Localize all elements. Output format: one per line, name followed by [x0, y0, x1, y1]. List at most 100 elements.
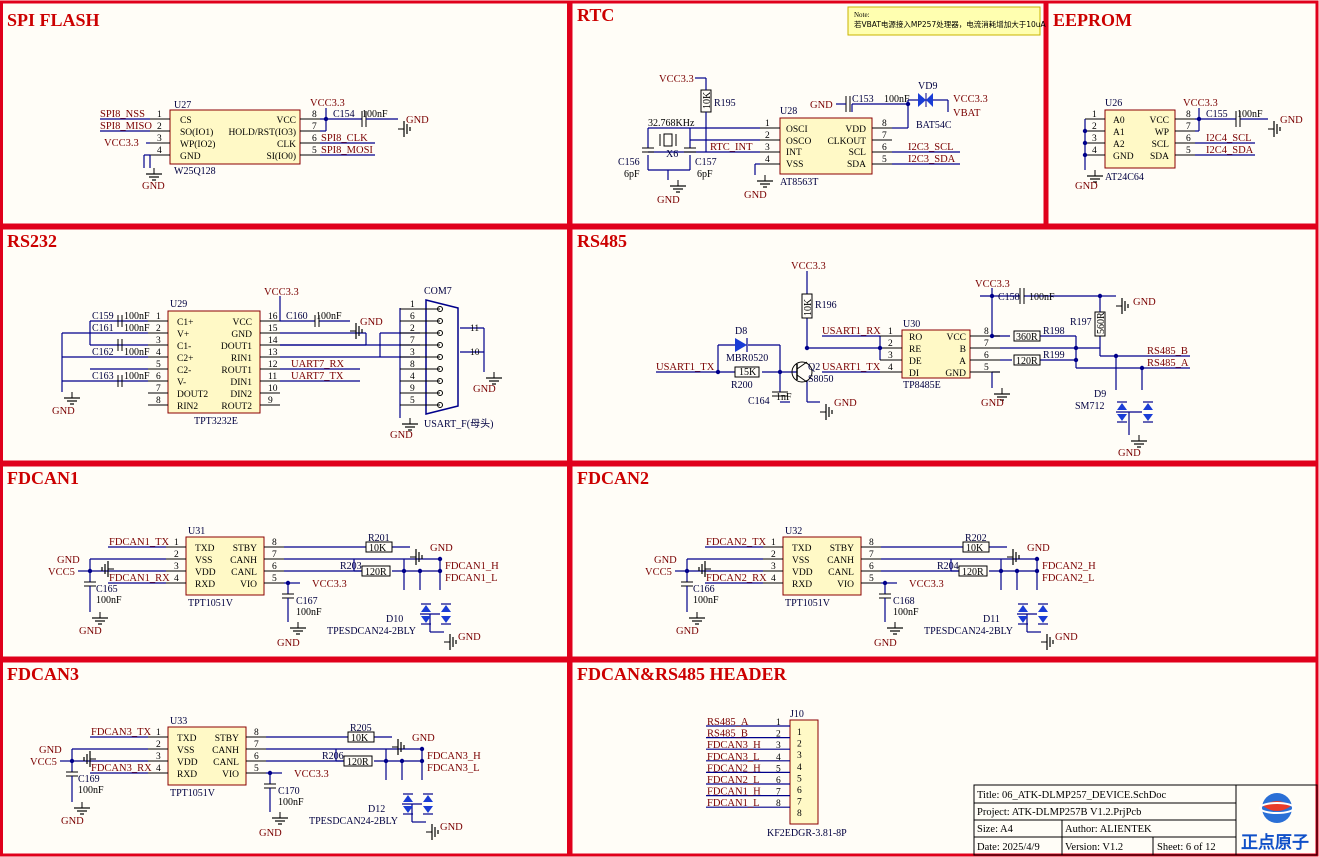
fdcan-pin: STBY	[233, 544, 257, 554]
fdcan-pin: STBY	[215, 734, 239, 744]
spi-pin-gnd: GND	[180, 152, 201, 162]
panel-title-eeprom: EEPROM	[1053, 10, 1132, 30]
spi-pin-num: 3	[157, 134, 162, 144]
rtc-pin: VDD	[845, 125, 866, 135]
fdcan-chip	[782, 536, 862, 596]
spi-pin-si: SI(IO0)	[266, 151, 296, 162]
fdcan-pin: RXD	[177, 770, 197, 780]
net-fdcan-tx: FDCAN2_TX	[706, 537, 767, 548]
rtc-pin: OSCI	[786, 125, 808, 135]
fdcan-pin: TXD	[177, 734, 197, 744]
rtc-pin: INT	[786, 148, 802, 158]
rs232-pin-num: 10	[268, 384, 278, 394]
fdcan-pin: VSS	[177, 746, 194, 756]
header-net: RS485_B	[707, 729, 748, 740]
net-usart1-tx: USART1_TX	[822, 362, 881, 373]
net-gnd: GND	[1118, 448, 1141, 459]
eeprom-pin: WP	[1155, 128, 1169, 138]
rs485-q2: Q2	[808, 362, 820, 373]
header-pin-num: 6	[776, 776, 781, 786]
rs485-pin-num: 6	[984, 351, 989, 361]
net-fdcan-tx: FDCAN3_TX	[91, 727, 152, 738]
rs485-part: TP8485E	[903, 380, 941, 391]
spi-cap-value: 100nF	[362, 109, 388, 120]
fdcan-pin: CANH	[230, 556, 257, 566]
eeprom-pin-num: 1	[1092, 110, 1097, 120]
eeprom-pin: SCL	[1152, 140, 1170, 150]
fdcan-r2-value: 120R	[962, 567, 984, 578]
fdcan-cap1-value: 100nF	[693, 595, 719, 606]
author-text: Author: ALIENTEK	[1065, 824, 1152, 835]
fdcan-pin-num: 8	[869, 538, 874, 548]
fdcan-part: TPT1051V	[188, 598, 234, 609]
net-vcc5: VCC5	[30, 757, 57, 768]
rs232-pin: ROUT1	[221, 366, 252, 376]
rs232-pin-num: 16	[268, 312, 278, 322]
eeprom-pin-num: 6	[1186, 134, 1191, 144]
db9-pin-num: 8	[410, 360, 415, 370]
fdcan-cap1: C169	[78, 774, 100, 785]
db9-shell-pin: 11	[470, 324, 479, 334]
net-gnd: GND	[277, 638, 300, 649]
spi-pin-wp: WP(IO2)	[180, 139, 215, 150]
rs485-designator: U30	[903, 319, 920, 330]
header-pin-label: 3	[797, 751, 802, 761]
rs232-pin-num: 3	[156, 336, 161, 346]
net-fdcan-rx: FDCAN1_RX	[109, 573, 170, 584]
fdcan-pin: CANL	[828, 568, 854, 578]
net-vcc33: VCC3.3	[104, 138, 139, 149]
eeprom-pin-num: 4	[1092, 146, 1097, 156]
rs485-pin: A	[959, 357, 966, 367]
fdcan-cap1: C166	[693, 584, 715, 595]
fdcan-pin-num: 8	[254, 728, 259, 738]
rtc-pin: CLKOUT	[827, 137, 866, 147]
net-gnd: GND	[430, 543, 453, 554]
rtc-chip	[779, 117, 873, 175]
net-fdcan-l: FDCAN1_L	[445, 573, 498, 584]
fdcan-tvs-part: TPESDCAN24-2BLY	[327, 626, 416, 637]
net-gnd: GND	[834, 398, 857, 409]
header-net: FDCAN2_L	[707, 775, 760, 786]
fdcan-pin: VIO	[240, 580, 257, 590]
net-usart1-tx: USART1_TX	[656, 362, 715, 373]
rtc-pin-num: 6	[882, 143, 887, 153]
rs485-pin: RE	[909, 345, 921, 355]
eeprom-circuit: U26 AT24C64 A0 A1 A2 GND VCC WP SCL SDA …	[1075, 98, 1303, 192]
net-usart1-rx: USART1_RX	[822, 326, 881, 337]
fdcan-pin: CANH	[212, 746, 239, 756]
spi-chip	[169, 109, 301, 165]
eeprom-cap: C155	[1206, 109, 1228, 120]
rs485-d9-part: SM712	[1075, 401, 1104, 412]
rs485-r196: R196	[815, 300, 837, 311]
header-connector	[789, 719, 819, 825]
fdcan-r1: R205	[350, 723, 372, 734]
rs485-c164: C164	[748, 396, 770, 407]
rs232-pin-num: 15	[268, 324, 278, 334]
fdcan-cap1: C165	[96, 584, 118, 595]
rtc-pin-num: 8	[882, 119, 887, 129]
net-gnd: GND	[52, 406, 75, 417]
eeprom-pin-num: 3	[1092, 134, 1097, 144]
net-vcc33: VCC3.3	[1183, 98, 1218, 109]
rtc-note-body: 若VBAT电源接入MP257处理器，电流消耗增加大于10uA	[854, 19, 1047, 29]
eeprom-cap-value: 100nF	[1237, 109, 1263, 120]
rs485-r200: R200	[731, 380, 753, 391]
fdcan-pin-num: 1	[156, 728, 161, 738]
rs232-connector-part: USART_F(母头)	[424, 418, 493, 430]
fdcan-pin: STBY	[830, 544, 854, 554]
header-pin-num: 7	[776, 788, 781, 798]
rtc-r-designator: R195	[714, 98, 736, 109]
rs485-r199: R199	[1043, 350, 1065, 361]
title-text: Title: 06_ATK-DLMP257_DEVICE.SchDoc	[977, 790, 1167, 801]
rs232-pin-num: 4	[156, 348, 161, 358]
size-text: Size: A4	[977, 824, 1014, 835]
net-gnd: GND	[39, 745, 62, 756]
eeprom-pin: SDA	[1150, 152, 1169, 162]
net-gnd: GND	[1027, 543, 1050, 554]
eeprom-pin: GND	[1113, 152, 1134, 162]
net-vcc33: VCC3.3	[264, 287, 299, 298]
header-net: FDCAN2_H	[707, 763, 761, 774]
fdcan-cap2: C168	[893, 596, 915, 607]
net-fdcan-rx: FDCAN3_RX	[91, 763, 152, 774]
